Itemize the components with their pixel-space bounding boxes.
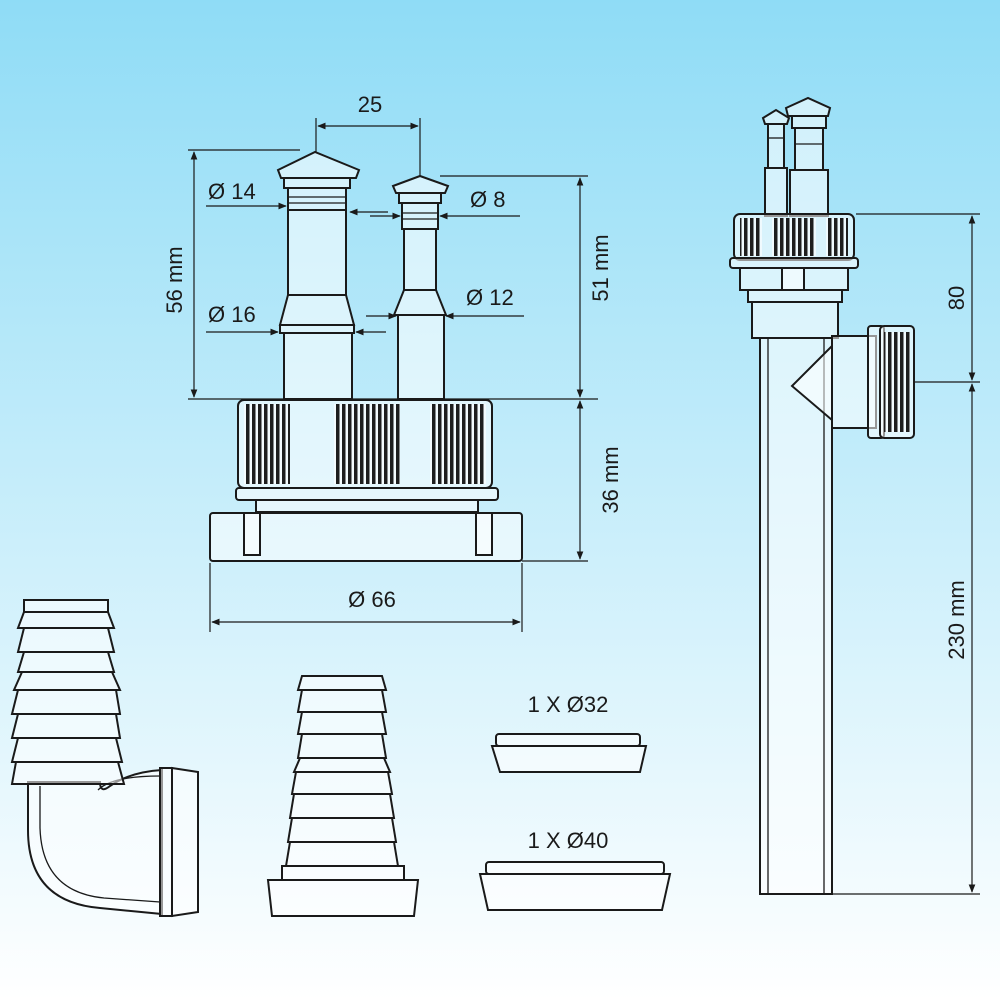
reducer-ring-32: [490, 733, 648, 773]
dim-large-outer-label: Ø 14: [208, 179, 256, 204]
standpipe-dimension-lines: [832, 213, 980, 895]
base-ring: [209, 512, 523, 562]
dim-small-inner-label: Ø 12: [466, 285, 514, 310]
dim-large-inner-label: Ø 16: [208, 302, 256, 327]
dim-pipe-total-label: 230 mm: [944, 580, 969, 659]
dim-height-nut-label: 36 mm: [598, 446, 623, 513]
dim-small-outer-label: Ø 8: [470, 187, 505, 212]
dim-height-small-label: 51 mm: [588, 234, 613, 301]
reducer-32-label: 1 X Ø32: [528, 692, 609, 717]
reducer-ring-40: [478, 861, 672, 911]
stepped-hose-adapter: [266, 675, 420, 917]
reducer-40-label: 1 X Ø40: [528, 828, 609, 853]
large-outlet: [276, 150, 361, 400]
dimension-lines: [188, 118, 598, 632]
dim-base-diameter-label: Ø 66: [348, 587, 396, 612]
dim-pipe-upper-label: 80: [944, 286, 969, 310]
dim-spacing-label: 25: [358, 92, 382, 117]
threaded-nut: [235, 399, 499, 513]
elbow-hose-connector: [10, 599, 199, 918]
dim-height-outlets-label: 56 mm: [162, 246, 187, 313]
standpipe-assembly: [729, 96, 915, 895]
